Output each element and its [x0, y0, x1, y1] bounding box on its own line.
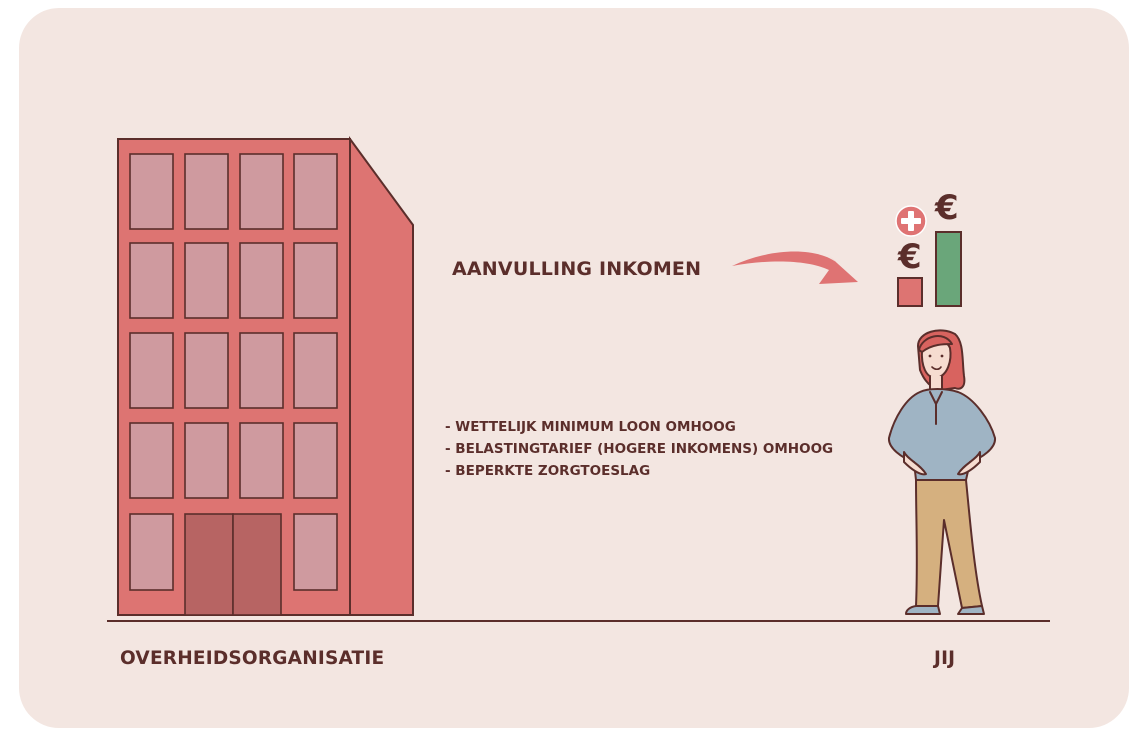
euro-symbol-high: € — [935, 188, 959, 228]
shirt — [888, 388, 996, 481]
arrow-icon — [732, 251, 858, 284]
window — [293, 422, 338, 499]
door-right — [232, 513, 282, 616]
government-building — [117, 135, 414, 616]
building-windows — [129, 153, 338, 591]
hair-fringe — [918, 335, 953, 353]
left-shoe — [905, 605, 941, 615]
window — [129, 332, 174, 409]
building-door — [184, 513, 282, 616]
window — [129, 153, 174, 230]
right-shoe — [957, 605, 985, 615]
window — [239, 242, 284, 319]
window — [184, 153, 229, 230]
mouth — [931, 366, 942, 371]
measure-item: - BEPERKTE ZORGTOESLAG — [445, 463, 651, 479]
income-bar-high — [935, 231, 962, 307]
window — [239, 153, 284, 230]
window — [129, 513, 174, 591]
window — [239, 332, 284, 409]
left-label: OVERHEIDSORGANISATIE — [120, 648, 385, 669]
eye — [928, 354, 932, 358]
window — [293, 513, 338, 591]
eye — [940, 354, 944, 358]
measures-list: - WETTELIJK MINIMUM LOON OMHOOG - BELAST… — [445, 416, 833, 482]
window — [293, 153, 338, 230]
window — [184, 242, 229, 319]
window — [184, 332, 229, 409]
main-label: AANVULLING INKOMEN — [452, 258, 702, 280]
window — [129, 242, 174, 319]
neck — [929, 375, 943, 391]
person-figure — [888, 329, 996, 615]
window — [239, 422, 284, 499]
measure-item: - BELASTINGTARIEF (HOGERE INKOMENS) OMHO… — [445, 441, 834, 457]
window — [184, 422, 229, 499]
right-hand — [957, 451, 981, 476]
left-hand — [903, 451, 927, 476]
window — [293, 242, 338, 319]
window — [293, 332, 338, 409]
trousers — [915, 479, 983, 609]
building-side — [349, 135, 414, 616]
euro-symbol-low: € — [898, 237, 922, 277]
measure-item: - WETTELIJK MINIMUM LOON OMHOOG — [445, 419, 736, 435]
door-left — [184, 513, 234, 616]
window — [129, 422, 174, 499]
right-label: JIJ — [934, 648, 956, 669]
plus-icon — [895, 205, 927, 237]
income-bar-low — [897, 277, 923, 307]
